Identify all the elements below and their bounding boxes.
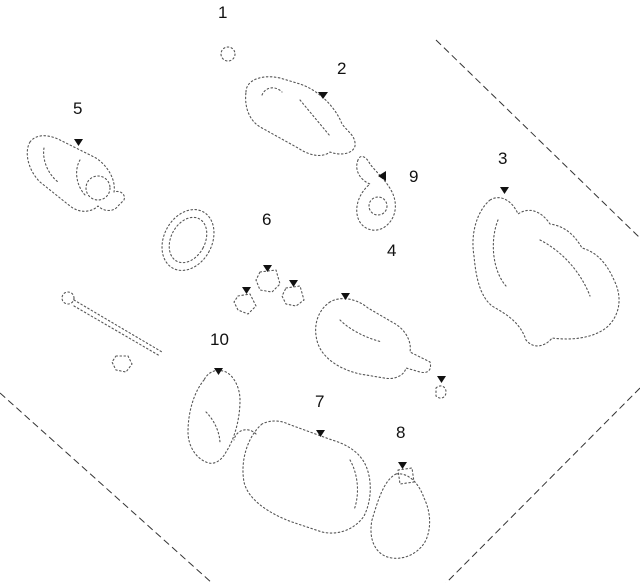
- platform-outline: [0, 39, 640, 583]
- callout-7: 7: [315, 392, 324, 411]
- arrow-6c: [289, 280, 298, 287]
- arrow-8: [398, 462, 407, 469]
- through-bolt: [61, 291, 163, 357]
- callout-1: 1: [218, 3, 227, 22]
- part-2: [245, 76, 356, 157]
- part-5: [26, 135, 125, 212]
- gasket-ring: [161, 209, 215, 271]
- arrow-7: [316, 430, 325, 437]
- callout-labels: 1 2 3 4 5 6 7 8 9 10: [73, 3, 507, 442]
- platform-edge-bottom-right: [445, 387, 640, 583]
- callout-3: 3: [498, 149, 507, 168]
- arrow-3: [500, 187, 509, 194]
- part-7: [233, 420, 371, 534]
- callout-9: 9: [409, 167, 418, 186]
- platform-edge-left: [0, 392, 213, 583]
- callout-8: 8: [396, 423, 405, 442]
- part-4: [315, 298, 447, 399]
- platform-edge-top-right: [435, 39, 640, 239]
- arrow-4b: [437, 376, 446, 383]
- small-nut: [111, 355, 133, 373]
- arrow-9: [378, 171, 386, 181]
- part-3: [472, 197, 620, 347]
- callout-6: 6: [262, 210, 271, 229]
- callout-5: 5: [73, 99, 82, 118]
- arrow-6b: [242, 287, 251, 294]
- part-6: [233, 269, 305, 315]
- arrow-5: [74, 139, 83, 146]
- arrow-4: [341, 293, 350, 300]
- arrow-2: [318, 92, 328, 99]
- arrow-6a: [263, 265, 272, 272]
- part-8: [370, 467, 431, 559]
- part-9: [356, 155, 396, 231]
- callout-arrows: [74, 92, 509, 469]
- callout-10: 10: [210, 330, 229, 349]
- part-10: [187, 369, 241, 464]
- arrow-10: [214, 368, 223, 375]
- callout-4: 4: [387, 241, 396, 260]
- callout-2: 2: [337, 59, 346, 78]
- part-1: [220, 46, 236, 62]
